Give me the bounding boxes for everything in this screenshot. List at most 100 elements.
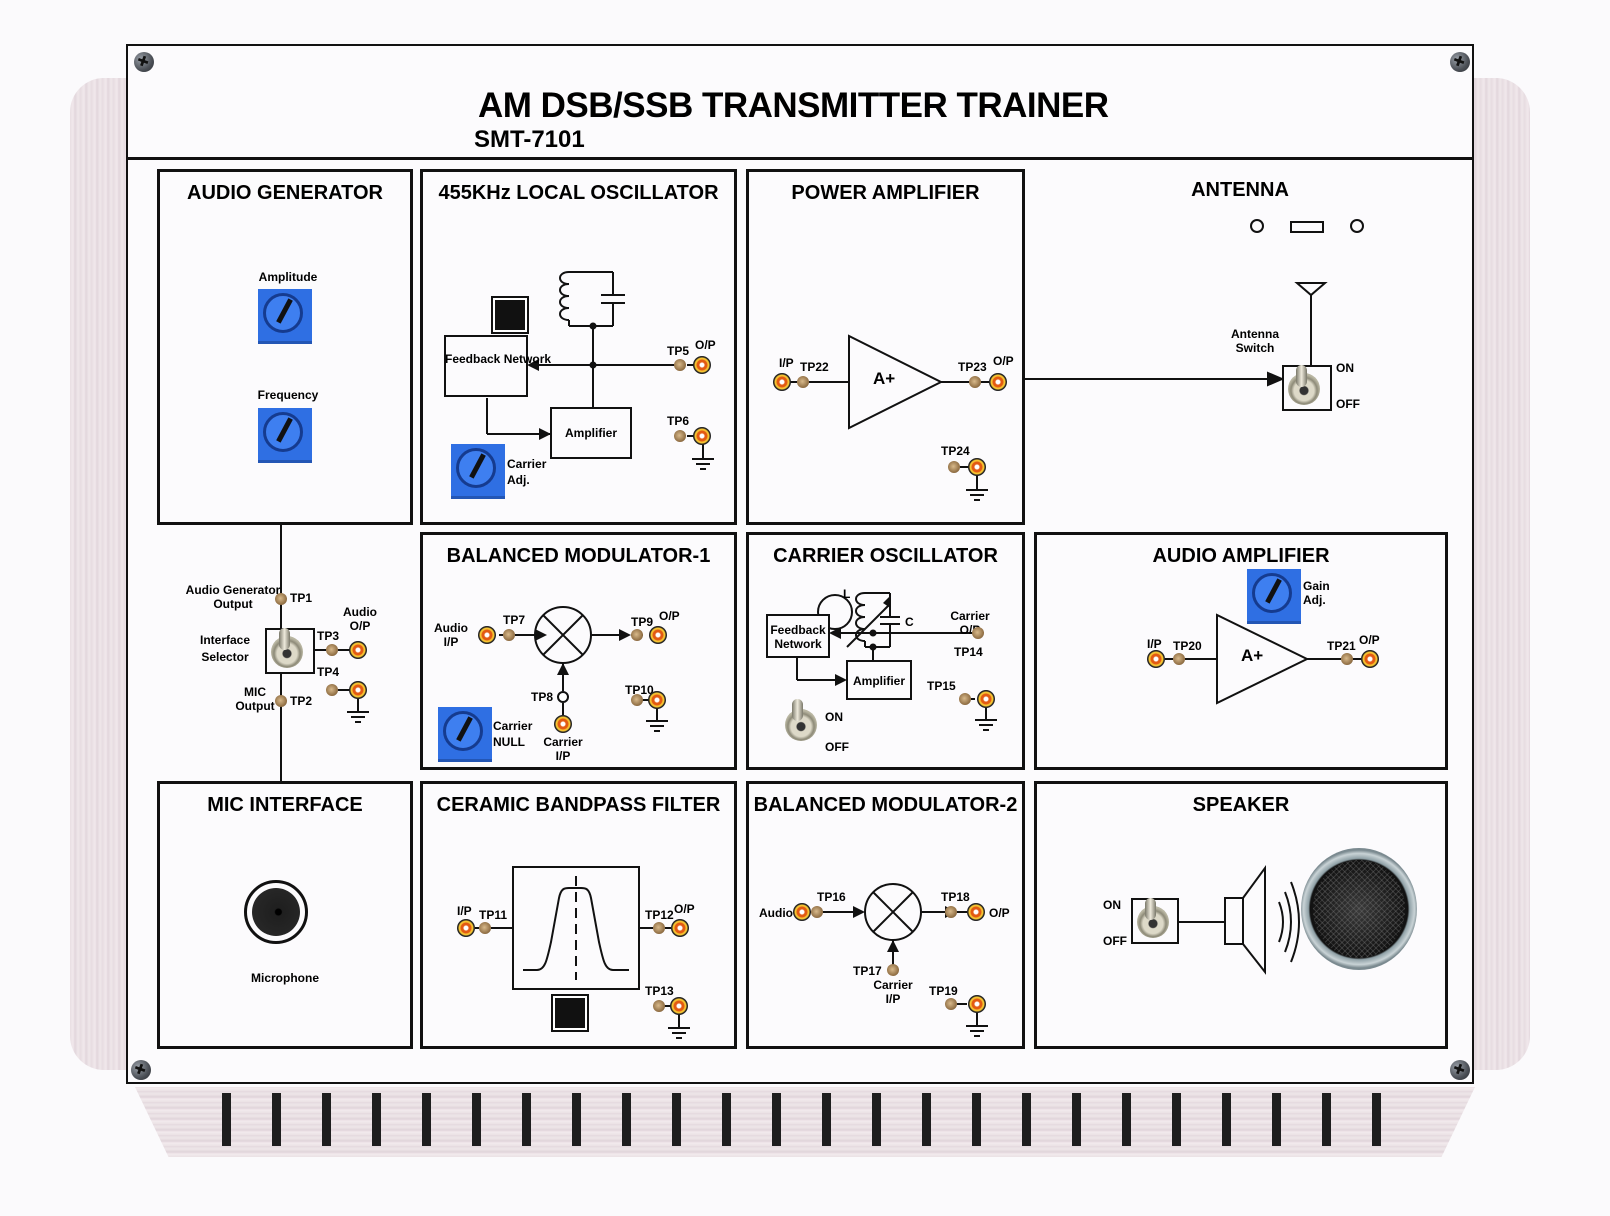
ground-jack[interactable]	[968, 458, 986, 476]
vent-slot	[472, 1093, 481, 1146]
ground-jack[interactable]	[648, 691, 666, 709]
vent-slot	[622, 1093, 631, 1146]
tp7-label: TP7	[503, 613, 526, 627]
tp14-label: TP14	[954, 645, 983, 659]
antenna-toggle-switch[interactable]	[1282, 365, 1332, 411]
frequency-potentiometer-icon[interactable]	[258, 408, 312, 463]
filter-input-jack[interactable]	[457, 919, 475, 937]
tp20-test-point[interactable]	[1173, 653, 1185, 665]
local-oscillator-block: 455KHz LOCAL OSCILLATOR Feedback Network…	[420, 169, 737, 525]
audio-output-jack[interactable]	[349, 641, 367, 659]
tp22-test-point[interactable]	[797, 376, 809, 388]
tp23-test-point[interactable]	[969, 376, 981, 388]
tp6-test-point[interactable]	[674, 430, 686, 442]
gain-adj-potentiometer-icon[interactable]	[1247, 569, 1301, 624]
vent-slot	[1322, 1093, 1331, 1146]
tp6-label: TP6	[667, 414, 690, 428]
vent-slot	[1222, 1093, 1231, 1146]
carrier-null-label: Carrier NULL	[493, 719, 533, 749]
frame-side-right	[1470, 78, 1530, 1070]
tp2-test-point[interactable]	[275, 695, 287, 707]
interface-selector-section: Audio Generator Output TP1 Interface Sel…	[160, 525, 410, 760]
on-label: ON	[1336, 361, 1354, 375]
filter-output-jack[interactable]	[671, 919, 689, 937]
antenna-mount-hole-icon	[1350, 219, 1364, 233]
audio-generator-output-label: Audio Generator Output	[185, 583, 281, 611]
gain-adj-label: Gain Adj.	[1303, 579, 1330, 607]
carrier-power-toggle-switch[interactable]	[783, 699, 821, 743]
tp7-test-point[interactable]	[503, 629, 515, 641]
microphone-icon[interactable]	[244, 880, 308, 944]
output-label: O/P	[674, 902, 695, 916]
tp13-test-point[interactable]	[653, 1000, 665, 1012]
tp3-test-point[interactable]	[326, 644, 338, 656]
tp5-test-point[interactable]	[674, 359, 686, 371]
block-title: SPEAKER	[1192, 794, 1290, 816]
ground-jack[interactable]	[693, 427, 711, 445]
antenna-mount-hole-icon	[1250, 219, 1264, 233]
ground-jack[interactable]	[977, 690, 995, 708]
tp14-test-point[interactable]	[972, 627, 984, 639]
pa-input-jack[interactable]	[773, 373, 791, 391]
tp21-test-point[interactable]	[1341, 653, 1353, 665]
input-label: I/P	[1147, 637, 1162, 651]
pa-output-jack[interactable]	[989, 373, 1007, 391]
carrier-adj-potentiometer-icon[interactable]	[451, 444, 505, 499]
ground-jack[interactable]	[349, 681, 367, 699]
vent-slot	[272, 1093, 281, 1146]
off-label: OFF	[1336, 397, 1360, 411]
tp11-test-point[interactable]	[479, 922, 491, 934]
tp8-test-point[interactable]	[557, 691, 569, 703]
speaker-toggle-switch[interactable]	[1131, 898, 1179, 944]
tp3-label: TP3	[317, 629, 340, 643]
tp16-test-point[interactable]	[811, 906, 823, 918]
block-title: BALANCED MODULATOR-1	[446, 545, 711, 567]
modulator-output-jack[interactable]	[967, 903, 985, 921]
device-title: AM DSB/SSB TRANSMITTER TRAINER	[478, 86, 1109, 125]
ground-jack[interactable]	[670, 997, 688, 1015]
antenna-section: ANTENNA Antenna Switch ON OFF	[1030, 169, 1450, 525]
ceramic-filter-block: CERAMIC BANDPASS FILTER I/P TP11 TP12 O/…	[420, 781, 737, 1049]
modulator-output-jack[interactable]	[649, 626, 667, 644]
tp10-test-point[interactable]	[631, 694, 643, 706]
carrier-input-label: Carrier I/P	[873, 978, 913, 1006]
tp15-test-point[interactable]	[959, 693, 971, 705]
tp9-test-point[interactable]	[631, 629, 643, 641]
audio-input-jack[interactable]	[478, 626, 496, 644]
screw-icon	[131, 1060, 151, 1080]
test-switch-icon[interactable]	[491, 296, 529, 334]
tp21-label: TP21	[1327, 639, 1356, 653]
tp1-test-point[interactable]	[275, 593, 287, 605]
tp2-label: TP2	[290, 694, 313, 708]
vent-slot	[1372, 1093, 1381, 1146]
ground-jack[interactable]	[968, 995, 986, 1013]
test-switch-icon[interactable]	[551, 994, 589, 1032]
feedback-network-label: Feedback Network	[770, 623, 826, 651]
tp24-test-point[interactable]	[948, 461, 960, 473]
carrier-input-jack[interactable]	[554, 715, 572, 733]
tp19-test-point[interactable]	[945, 998, 957, 1010]
amplifier-label: Amplifier	[852, 674, 905, 688]
interface-selector-toggle[interactable]	[265, 628, 315, 674]
vent-slot	[1022, 1093, 1031, 1146]
tp17-test-point[interactable]	[887, 964, 899, 976]
tp4-test-point[interactable]	[326, 684, 338, 696]
vent-slot	[872, 1093, 881, 1146]
off-label: OFF	[1103, 934, 1127, 948]
audio-amp-output-jack[interactable]	[1361, 650, 1379, 668]
tp18-test-point[interactable]	[945, 906, 957, 918]
amplitude-potentiometer-icon[interactable]	[258, 289, 312, 344]
output-label: O/P	[1359, 633, 1380, 647]
tp12-test-point[interactable]	[653, 922, 665, 934]
vent-slot	[372, 1093, 381, 1146]
audio-amp-input-jack[interactable]	[1147, 650, 1165, 668]
input-label: I/P	[457, 904, 472, 918]
amplifier-label: Amplifier	[564, 426, 617, 440]
audio-input-jack[interactable]	[793, 903, 811, 921]
on-label: ON	[1103, 898, 1121, 912]
oscillator-output-jack[interactable]	[693, 356, 711, 374]
output-label: O/P	[993, 354, 1014, 368]
audio-amplifier-block: AUDIO AMPLIFIER Gain Adj. I/P TP20 A+ TP…	[1034, 532, 1448, 770]
antenna-socket-icon[interactable]	[1290, 221, 1324, 233]
carrier-null-potentiometer-icon[interactable]	[438, 707, 492, 762]
